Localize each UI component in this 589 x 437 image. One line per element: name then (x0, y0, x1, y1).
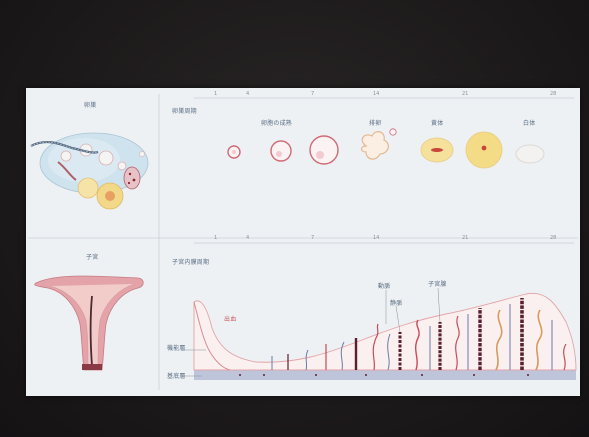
uterus-tick-21: 21 (462, 235, 468, 241)
uterus-cycle-label: 子宮内膜周期 (172, 257, 209, 266)
ovary-cycle-label: 卵巣周期 (172, 106, 197, 115)
ovary-tick-1: 1 (214, 91, 217, 97)
uterus-tick-28: 28 (550, 235, 556, 241)
uterus-illustration (35, 276, 144, 370)
uterine-gland-label: 子宮腺 (428, 279, 447, 288)
reproductive-cycle-chart: 卵巣 卵巣周期 卵胞の成熟 排卵 黄体 白体 1 4 7 14 21 28 子宮… (26, 88, 580, 396)
stage-corpus-albicans-label: 白体 (523, 118, 535, 127)
functional-layer-label: 機能層 (167, 343, 186, 352)
endometrial-cycle (182, 288, 576, 380)
ovary-tick-7: 7 (311, 91, 314, 97)
artery-label: 動脈 (378, 281, 390, 290)
uterus-tick-7: 7 (311, 235, 314, 241)
stage-ovulation-label: 排卵 (369, 118, 381, 127)
menstruation-label: 出血 (224, 314, 236, 323)
ovary-tick-4: 4 (246, 91, 249, 97)
uterus-tick-1: 1 (214, 235, 217, 241)
ovary-tick-28: 28 (550, 91, 556, 97)
chart-graphics (26, 88, 580, 396)
stage-corpus-luteum-label: 黄体 (431, 118, 443, 127)
ovarian-stages (228, 129, 544, 168)
uterus-tick-14: 14 (373, 235, 379, 241)
ovary-tick-14: 14 (373, 91, 379, 97)
basal-layer-label: 基底層 (167, 371, 186, 380)
ovary-illustration (31, 133, 148, 209)
uterus-panel-label: 子宮 (86, 252, 98, 261)
ovary-tick-21: 21 (462, 91, 468, 97)
uterus-tick-4: 4 (246, 235, 249, 241)
ovary-panel-label: 卵巣 (84, 100, 96, 109)
stage-follicle-maturation-label: 卵胞の成熟 (261, 118, 292, 127)
vein-label: 静脈 (390, 298, 402, 307)
